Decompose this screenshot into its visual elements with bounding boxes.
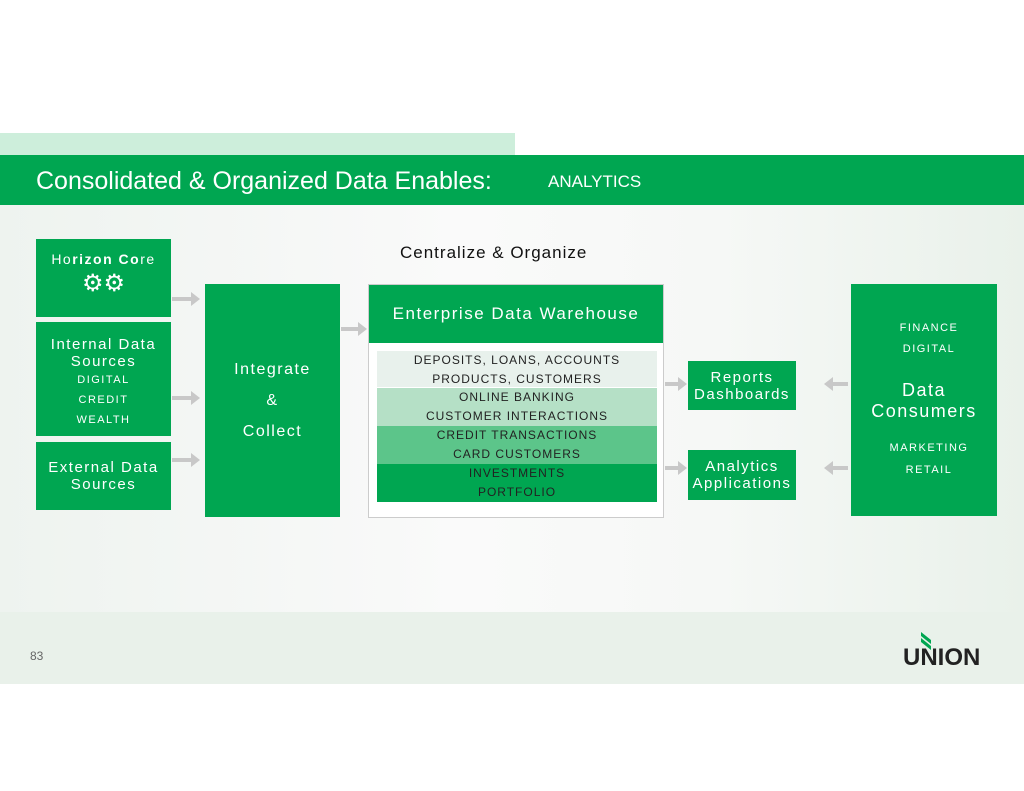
header-tab [0, 133, 515, 155]
logo-mark-icon [921, 632, 931, 650]
arrow-left [824, 461, 848, 475]
internal-title: Internal Data [50, 336, 157, 353]
arrow-right [172, 453, 200, 467]
page-subtitle: ANALYTICS [548, 172, 642, 191]
ampersand-label: & [266, 392, 279, 409]
page-title: Consolidated & Organized Data Enables: [36, 167, 492, 195]
arrow-right [172, 292, 200, 306]
data-consumers-box: FINANCE DIGITAL Data Consumers MARKETING… [851, 284, 997, 516]
data-consumers-title2: Consumers [871, 401, 977, 421]
edw-box: Enterprise Data Warehouse DEPOSITS, LOAN… [368, 284, 664, 518]
edw-title: Enterprise Data Warehouse [369, 285, 663, 343]
arrow-right [665, 377, 687, 391]
integrate-collect-box: Integrate & Collect [205, 284, 340, 517]
arrow-left [824, 377, 848, 391]
reports-dashboards-box: Reports Dashboards [688, 361, 796, 410]
reports-label: Reports [710, 368, 774, 386]
header-bar: Consolidated & Organized Data Enables: A… [0, 155, 1024, 205]
dashboards-label: Dashboards [694, 385, 790, 403]
external-title2: Sources [70, 476, 137, 493]
applications-label: Applications [692, 475, 792, 492]
consumer-item: MARKETING [889, 442, 969, 454]
arrow-right [665, 461, 687, 475]
footer: 83 UNION [0, 612, 1024, 684]
analytics-applications-box: Analytics Applications [688, 450, 796, 500]
page-number: 83 [30, 649, 44, 663]
gears-icon: ⚙⚙ [81, 270, 126, 297]
consumer-item: FINANCE [899, 322, 959, 334]
arrow-right [172, 391, 200, 405]
internal-item: CREDIT [78, 394, 129, 406]
internal-title2: Sources [70, 353, 137, 370]
horizon-core-box: Horizon Core ⚙⚙ [36, 239, 171, 317]
centralize-label: Centralize & Organize [400, 243, 588, 262]
logo-text: UNION [903, 644, 981, 671]
collect-label: Collect [242, 423, 303, 440]
internal-sources-box: Internal Data Sources DIGITAL CREDIT WEA… [36, 322, 171, 436]
external-sources-box: External Data Sources [36, 442, 171, 510]
arrow-right [341, 322, 367, 336]
internal-item: DIGITAL [77, 374, 130, 386]
union-logo: UNION [903, 630, 998, 671]
data-consumers-title: Data [901, 380, 947, 400]
integrate-label: Integrate [234, 361, 311, 378]
analytics-label: Analytics [705, 458, 779, 475]
consumer-item: DIGITAL [902, 343, 956, 355]
internal-item: WEALTH [76, 414, 131, 426]
consumer-item: RETAIL [905, 464, 953, 476]
external-title: External Data [48, 459, 159, 476]
horizon-core-label: Horizon Core [51, 251, 156, 267]
